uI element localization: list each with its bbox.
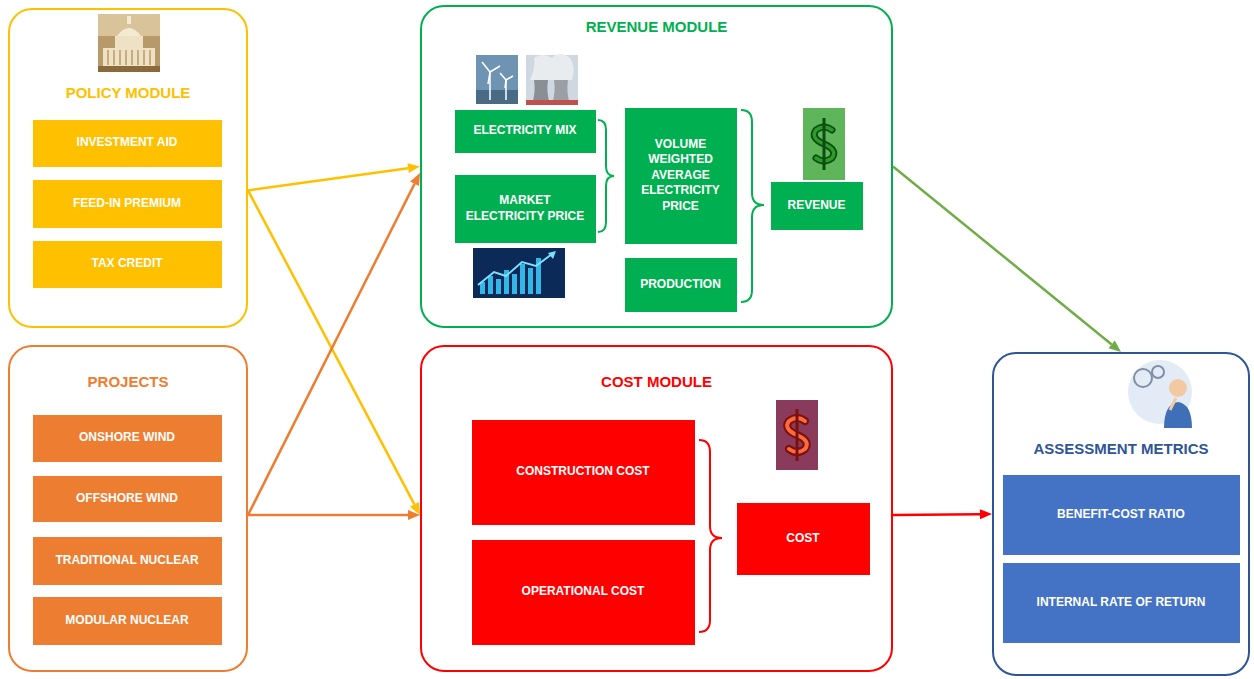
box-label: OPERATIONAL COST <box>522 584 645 600</box>
box-label: INVESTMENT AID <box>77 135 178 151</box>
process-box: ONSHORE WIND <box>33 415 222 462</box>
module-panel: PROJECTS ONSHORE WIND OFFSHORE WIND TRADITI… <box>8 345 248 672</box>
process-box: COST <box>737 503 870 575</box>
connector-arrow <box>248 163 420 190</box>
connector-arrow <box>248 173 420 515</box>
process-box: CONSTRUCTION COST <box>472 420 695 525</box>
box-label: REVENUE <box>787 198 845 214</box>
process-box: PRODUCTION <box>625 258 737 312</box>
brace <box>741 110 764 302</box>
connector-arrow <box>893 167 1121 353</box>
brace <box>699 440 722 632</box>
connector-line <box>248 168 408 190</box>
wind-turbine-icon <box>476 55 518 104</box>
module-panel: REVENUE MODULE ELECTRICITY MIX MARKET ELEC… <box>420 5 893 328</box>
box-label: COST <box>786 531 819 547</box>
connector-line <box>248 184 415 515</box>
process-box: REVENUE <box>771 182 863 230</box>
box-label: ONSHORE WIND <box>79 430 175 446</box>
arrowhead <box>980 509 992 519</box>
cost-dollar-icon <box>776 400 818 470</box>
box-label: CONSTRUCTION COST <box>516 464 649 480</box>
process-box: MARKET ELECTRICITY PRICE <box>455 175 596 243</box>
connector-line <box>893 167 1112 345</box>
box-label: OFFSHORE WIND <box>76 491 178 507</box>
process-box: VOLUME WEIGHTED AVERAGE ELECTRICITY PRIC… <box>625 108 737 244</box>
module-title: COST MODULE <box>422 373 891 390</box>
process-box: MODULAR NUCLEAR <box>33 597 222 645</box>
module-title: POLICY MODULE <box>10 84 246 101</box>
brace <box>598 120 614 232</box>
module-panel: ASSESSMENT METRICS BENEFIT-COST RATIO INTE… <box>992 352 1250 676</box>
arrowhead <box>1109 341 1121 352</box>
connector-line <box>893 513 980 516</box>
connector-arrow <box>248 510 420 520</box>
module-title: ASSESSMENT METRICS <box>994 440 1248 457</box>
connector-line <box>248 514 408 517</box>
arrowhead <box>410 173 420 186</box>
process-box: ELECTRICITY MIX <box>455 110 596 153</box>
process-box: OPERATIONAL COST <box>472 540 695 645</box>
module-panel: POLICY MODULE INVESTMENT AID FEED-IN PREMI… <box>8 8 248 328</box>
box-label: PRODUCTION <box>640 277 721 293</box>
revenue-dollar-icon <box>803 108 845 180</box>
process-box: INTERNAL RATE OF RETURN <box>1003 563 1240 643</box>
capitol-icon <box>98 14 160 72</box>
box-label: BENEFIT-COST RATIO <box>1057 507 1185 523</box>
nuclear-plant-icon <box>526 54 578 105</box>
box-label: TAX CREDIT <box>91 256 162 272</box>
box-label: MODULAR NUCLEAR <box>65 613 188 629</box>
process-box: TRADITIONAL NUCLEAR <box>33 537 222 585</box>
box-label: MARKET ELECTRICITY PRICE <box>459 193 592 224</box>
process-box: INVESTMENT AID <box>33 120 222 167</box>
module-title: REVENUE MODULE <box>422 18 891 35</box>
module-panel: COST MODULE CONSTRUCTION COST OPERATIONAL … <box>420 345 893 672</box>
process-box: TAX CREDIT <box>33 241 222 288</box>
arrowhead <box>407 163 420 173</box>
arrowhead <box>408 510 420 520</box>
box-label: VOLUME WEIGHTED AVERAGE ELECTRICITY PRIC… <box>629 137 733 215</box>
process-box: OFFSHORE WIND <box>33 476 222 522</box>
module-title: PROJECTS <box>10 373 246 390</box>
process-box: FEED-IN PREMIUM <box>33 180 222 228</box>
process-box: BENEFIT-COST RATIO <box>1003 475 1240 555</box>
connector-arrow <box>893 509 992 519</box>
analyst-icon <box>1128 360 1192 428</box>
box-label: TRADITIONAL NUCLEAR <box>55 553 198 569</box>
market-chart-icon <box>473 248 565 298</box>
box-label: ELECTRICITY MIX <box>473 123 576 139</box>
box-label: INTERNAL RATE OF RETURN <box>1037 595 1206 611</box>
box-label: FEED-IN PREMIUM <box>73 196 181 212</box>
